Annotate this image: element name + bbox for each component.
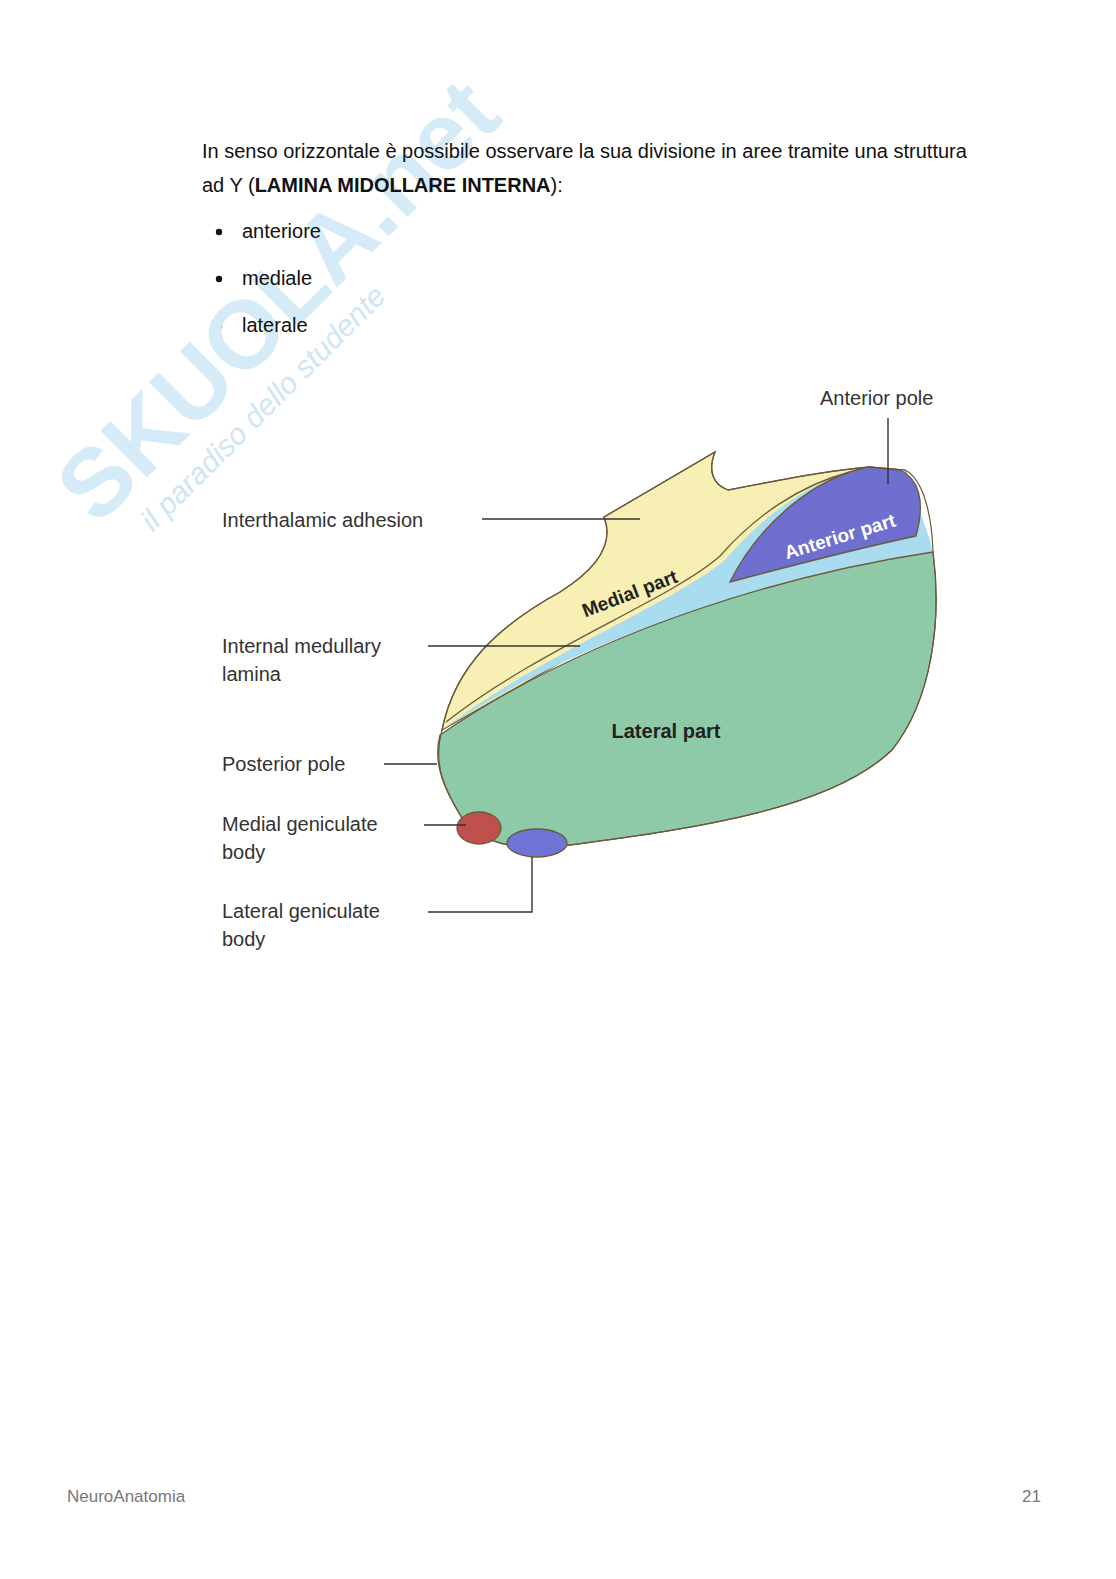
page-number: 21 — [1022, 1483, 1041, 1511]
footer-text: NeuroAnatomia — [67, 1483, 185, 1511]
part-label: Internal medullary lamina — [222, 632, 422, 688]
part-label: Interthalamic adhesion — [222, 506, 423, 534]
region-label: Lateral part — [612, 717, 721, 745]
bullet-item: laterale — [242, 311, 308, 339]
lateral-geniculate-body — [507, 829, 567, 857]
bullet-item: anteriore — [242, 217, 321, 245]
body-text: ): — [551, 174, 563, 196]
thalamus — [438, 452, 936, 857]
bullet-item: mediale — [242, 264, 312, 292]
lateral-part-region — [438, 552, 936, 848]
paragraph: In senso orizzontale è possibile osserva… — [202, 134, 992, 202]
bold-term: LAMINA MIDOLLARE INTERNA — [255, 174, 551, 196]
part-label: Posterior pole — [222, 750, 345, 778]
watermark: SKUOLA.net — [40, 63, 515, 538]
thalamus-outline — [439, 452, 936, 848]
part-label: Medial geniculate body — [222, 810, 422, 866]
medial-boundary — [446, 472, 850, 722]
part-label: Lateral geniculate body — [222, 897, 422, 953]
leader-lines — [384, 418, 888, 912]
medial-geniculate-body — [457, 812, 501, 844]
part-label: Anterior pole — [820, 384, 933, 412]
